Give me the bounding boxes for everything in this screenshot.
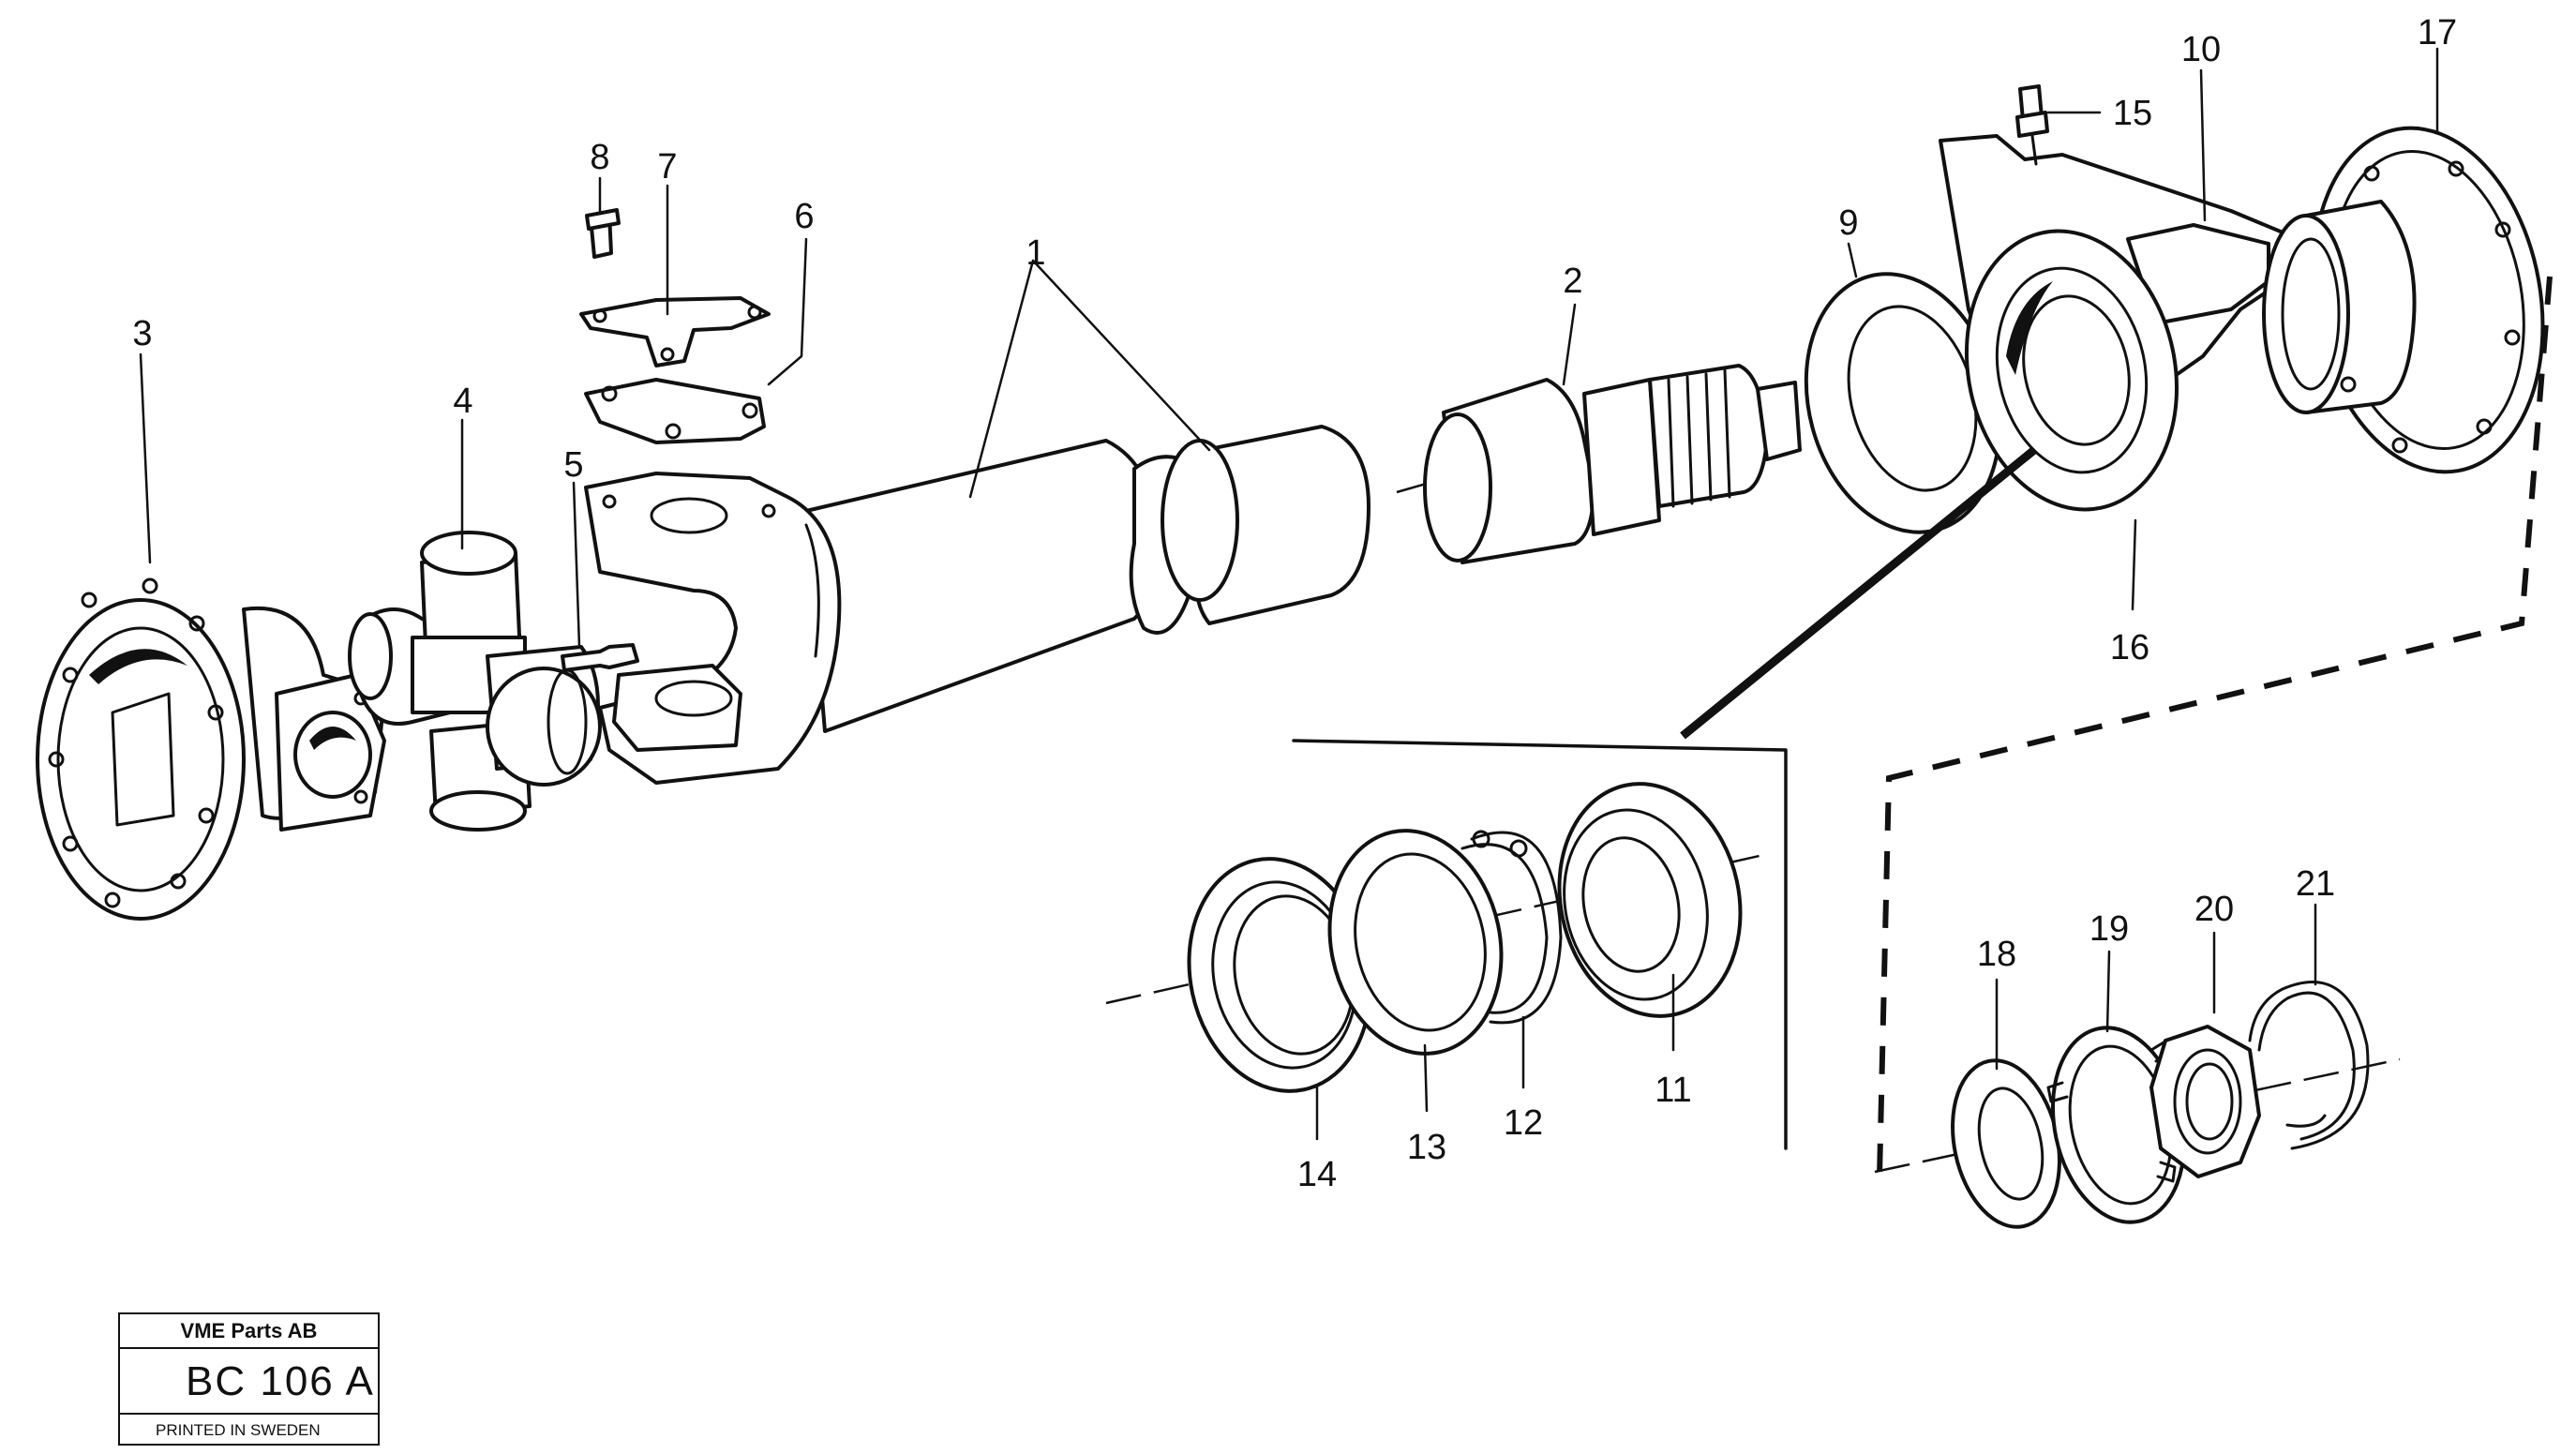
callout-5: 5 xyxy=(563,445,583,485)
detail-leader-thick xyxy=(1680,446,2037,740)
callout-3: 3 xyxy=(132,314,152,353)
callout-14: 14 xyxy=(1297,1155,1337,1194)
callout-19: 19 xyxy=(2089,909,2129,949)
lock-plate-and-bolt xyxy=(579,208,771,367)
snap-ring-21 xyxy=(2248,981,2370,1150)
circlip-12 xyxy=(1460,830,1563,1025)
printed-note: PRINTED IN SWEDEN xyxy=(156,1421,321,1439)
seal-ring-13 xyxy=(1327,829,1504,1056)
companion-flange xyxy=(36,577,386,921)
callout-15: 15 xyxy=(2113,94,2152,133)
callout-10: 10 xyxy=(2181,30,2221,69)
callout-16: 16 xyxy=(2110,628,2149,667)
ball-bearing-11 xyxy=(1557,782,1743,1018)
callout-8: 8 xyxy=(590,138,609,177)
detail-box-border xyxy=(1292,739,1788,1150)
callout-12: 12 xyxy=(1504,1103,1543,1143)
grease-nipple-5 xyxy=(561,643,639,672)
callout-18: 18 xyxy=(1977,935,2016,974)
lock-nut-20 xyxy=(2149,1025,2261,1178)
washer-18 xyxy=(1951,1058,2061,1229)
bearing-bracket xyxy=(1939,134,2289,512)
callout-4: 4 xyxy=(453,382,472,421)
washer-9 xyxy=(1804,272,2002,534)
callout-labels: 1 2 3 4 5 6 7 8 9 10 11 12 13 14 15 16 1… xyxy=(132,13,2457,1194)
grease-nipple-15 xyxy=(2015,84,2049,166)
callout-17: 17 xyxy=(2418,13,2457,52)
callout-21: 21 xyxy=(2296,864,2335,904)
detail-dashed-border xyxy=(1877,276,2553,1177)
splined-slip-shaft xyxy=(1423,364,1802,564)
callout-11: 11 xyxy=(1655,1071,1691,1110)
leader-lines xyxy=(139,47,2439,1141)
output-flange-17 xyxy=(2262,126,2545,474)
callout-1: 1 xyxy=(1026,233,1045,273)
shaft-tube-with-yoke xyxy=(584,425,1370,785)
title-block: VME Parts AB BC 106 A PRINTED IN SWEDEN xyxy=(118,1312,380,1446)
callout-6: 6 xyxy=(794,197,814,236)
callout-13: 13 xyxy=(1407,1128,1446,1167)
drawing-code: BC 106 A xyxy=(120,1349,378,1415)
callout-20: 20 xyxy=(2194,890,2234,929)
shim-plate xyxy=(584,378,766,444)
universal-joint-cross xyxy=(348,531,602,832)
company-name: VME Parts AB xyxy=(120,1314,378,1349)
callout-7: 7 xyxy=(657,147,677,187)
callout-9: 9 xyxy=(1838,203,1858,243)
callout-2: 2 xyxy=(1563,262,1582,301)
